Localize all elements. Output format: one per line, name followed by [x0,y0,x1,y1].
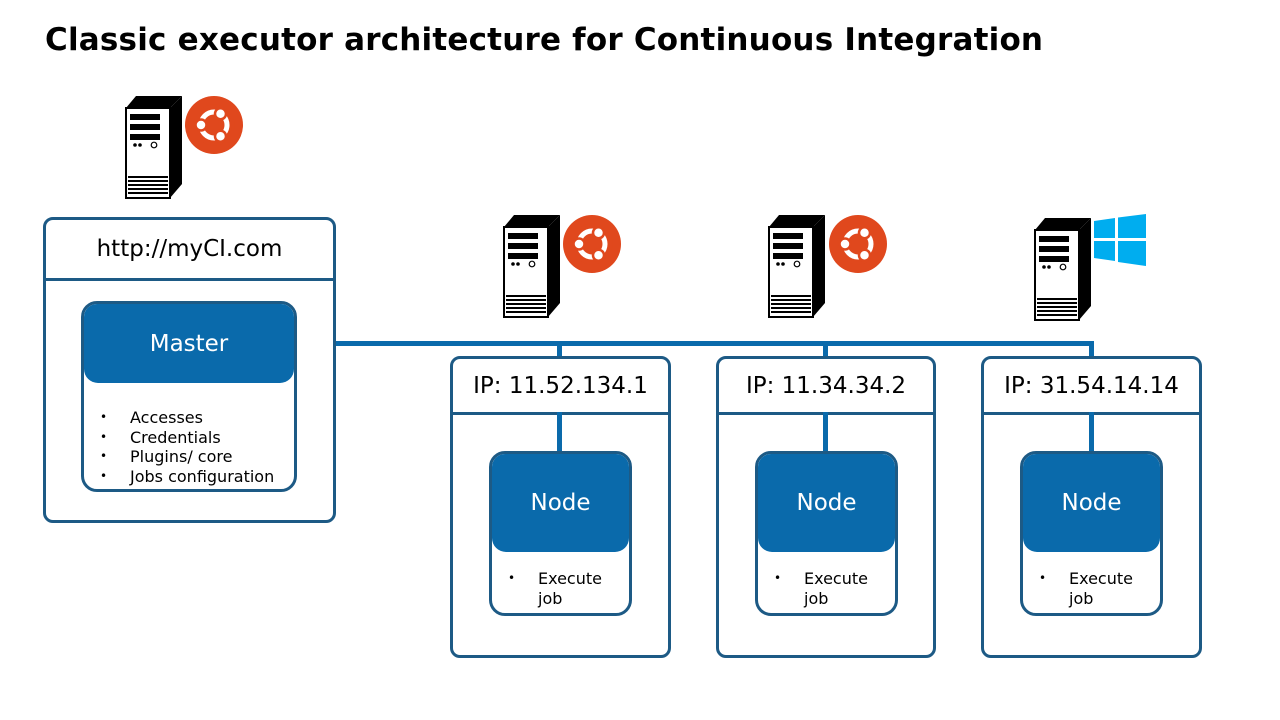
list-item: Execute job [1023,569,1160,608]
list-item: Accesses [84,408,294,428]
node-1-inner-line [557,412,562,454]
node-2-drop-line [823,341,828,358]
list-item: Execute job [758,569,895,608]
list-item: Credentials [84,428,294,448]
server-icon [125,96,182,199]
list-item: Plugins/ core [84,447,294,467]
node-task-list: Execute job [758,569,895,608]
node-card: Node Execute job [1020,451,1163,616]
list-item: Jobs configuration [84,467,294,487]
server-icon [1034,218,1091,321]
node-card: Node Execute job [489,451,632,616]
node-2-inner-line [823,412,828,454]
node-1-drop-line [557,341,562,358]
windows-icon [1094,214,1146,266]
node-ip-address: IP: 11.34.34.2 [719,359,933,415]
node-label: Node [1023,454,1160,552]
node-card: Node Execute job [755,451,898,616]
diagram-title: Classic executor architecture for Contin… [45,22,1044,58]
server-icon [768,215,825,318]
list-item: Execute job [492,569,629,608]
master-responsibilities-list: Accesses Credentials Plugins/ core Jobs … [84,408,294,487]
node-ip-address: IP: 31.54.14.14 [984,359,1199,415]
bus-line [296,341,1094,346]
ubuntu-icon [185,96,243,154]
node-label: Node [758,454,895,552]
node-task-list: Execute job [492,569,629,608]
ubuntu-icon [563,215,621,273]
master-label: Master [84,304,294,383]
node-task-list: Execute job [1023,569,1160,608]
node-label: Node [492,454,629,552]
ubuntu-icon [829,215,887,273]
master-card: Master Accesses Credentials Plugins/ cor… [81,301,297,492]
server-icon [503,215,560,318]
node-3-inner-line [1089,412,1094,454]
node-3-drop-line [1089,341,1094,358]
master-url: http://myCI.com [46,220,333,281]
node-ip-address: IP: 11.52.134.1 [453,359,668,415]
